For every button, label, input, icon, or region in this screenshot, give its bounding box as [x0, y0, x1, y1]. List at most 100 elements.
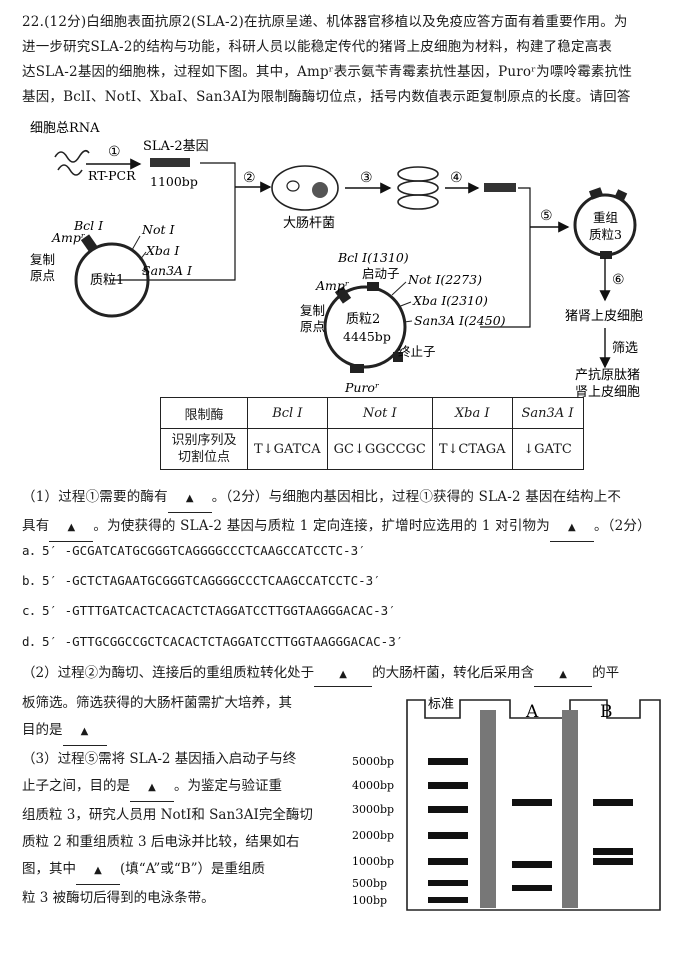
blank-marker: ▲	[559, 669, 567, 680]
blank-marker: ▲	[148, 782, 156, 793]
table-cell: ↓GATC	[511, 428, 584, 470]
q3-text: 图，其中	[22, 861, 76, 877]
lane-a-band	[512, 885, 552, 891]
question-intro: 22.(12分)白细胞表面抗原2(SLA-2)在抗原呈递、机体器官移植以及免疫应…	[22, 10, 674, 110]
site-tick	[403, 320, 413, 323]
q3-text: 质粒 2 和重组质粒 3 后电泳并比较，结果如右	[22, 834, 300, 850]
plasmid-copies-icon	[397, 166, 439, 182]
q2-purpose-line: 目的是 ▲	[22, 717, 337, 746]
table-header-row: 限制酶 Bcl Ⅰ Not Ⅰ Xba Ⅰ San3A Ⅰ	[160, 397, 584, 429]
marker-label: 2000bp	[352, 829, 394, 842]
answer-blank[interactable]: ▲	[534, 662, 593, 687]
answer-blank[interactable]: ▲	[130, 773, 174, 802]
ecoli-nucleoid-icon	[312, 182, 328, 198]
q2-text: 板筛选。筛选获得的大肠杆菌需扩大培养，其	[22, 695, 292, 711]
puro-gene-icon	[350, 364, 364, 373]
answer-blank[interactable]: ▲	[167, 484, 212, 513]
table-header-cell: San3A Ⅰ	[511, 397, 584, 429]
intro-line-4: 基因，BclⅠ、NotⅠ、XbaⅠ、San3AⅠ为限制酶酶切位点，括号内数值表示…	[22, 89, 631, 105]
blank-marker: ▲	[67, 522, 76, 533]
blank-marker: ▲	[94, 865, 102, 876]
gel-separator	[480, 710, 496, 908]
row-label-line: 切割位点	[177, 450, 230, 465]
step-6-marker: ⑥	[612, 272, 625, 288]
plasmid-1-xba-label: Xba Ⅰ	[145, 243, 180, 258]
blank-marker: ▲	[185, 493, 194, 504]
gel-standard-label: 标准	[428, 697, 454, 712]
gel-electrophoresis-figure: 标准 A B 5000bp 4000bp 3000bp 2000bp 1000b…	[352, 697, 661, 911]
q2-text: 目的是	[22, 722, 63, 738]
marker-label: 4000bp	[352, 779, 394, 792]
standard-band	[428, 782, 468, 789]
plasmid-1-ori-line1: 复制	[30, 252, 55, 267]
ecoli-label: 大肠杆菌	[283, 216, 335, 231]
fragment-icon	[484, 183, 516, 192]
step-3-marker: ③	[360, 170, 373, 186]
standard-band	[428, 897, 468, 903]
table-header-cell: 限制酶	[160, 397, 248, 429]
blank-marker: ▲	[568, 522, 576, 533]
lane-b-band	[593, 858, 633, 865]
intro-line-2: 进一步研究SLA-2的结构与功能，科研人员以能稳定传代的猪肾上皮细胞为材料，构建…	[22, 39, 613, 55]
table-cell: GC↓GGCCGC	[326, 428, 433, 470]
answer-blank[interactable]: ▲	[76, 856, 120, 885]
table-cell: T↓GATCA	[247, 428, 328, 470]
q2-text: 的大肠杆菌，转化后采用含	[372, 665, 535, 681]
ecoli-plasmid-icon	[286, 180, 300, 192]
plasmid-2-bcl-label: Bcl Ⅰ(1310)	[337, 250, 409, 265]
table-row-label: 识别序列及 切割位点	[160, 428, 248, 470]
ecoli-icon	[271, 165, 339, 211]
plasmid-2-size: 4445bp	[343, 329, 391, 344]
marker-label: 500bp	[352, 877, 387, 890]
option-a[interactable]: a．5′ -GCGATCATGCGGGTCAGGGGCCCTCAAGCCATCC…	[22, 543, 366, 558]
table-header-cell: Bcl Ⅰ	[247, 397, 328, 429]
promoter-icon	[367, 282, 379, 291]
plasmid-2-name: 质粒2	[346, 312, 380, 327]
row-label-line: 识别序列及	[171, 433, 237, 448]
site-tick	[391, 281, 407, 296]
standard-band	[428, 858, 468, 865]
question-2-rest: 板筛选。筛选获得的大肠杆菌需扩大培养，其 目的是 ▲	[22, 690, 337, 746]
plasmid-1-amp-label: Ampʳ	[51, 230, 86, 245]
standard-band	[428, 806, 468, 813]
lane-a-band	[512, 861, 552, 868]
option-c[interactable]: c．5′ -GTTTGATCACTCACACTCTAGGATCCTTGGTAAG…	[22, 603, 396, 618]
insert-segment-icon	[600, 251, 612, 259]
option-b[interactable]: b．5′ -GCTCTAGAATGCGGGTCAGGGGCCCTCAAGCCAT…	[22, 573, 381, 588]
gel-outline	[406, 699, 661, 911]
table-cell: T↓CTAGA	[431, 428, 513, 470]
q1-text: 。（2分）	[593, 518, 651, 534]
sla2-gene-icon	[150, 158, 190, 167]
plasmid-1-not-label: Not Ⅰ	[141, 222, 175, 237]
screen-label: 筛选	[612, 341, 638, 356]
answer-blank[interactable]: ▲	[549, 513, 594, 542]
q1-text: 具有	[22, 518, 50, 534]
answer-blank[interactable]: ▲	[62, 717, 107, 746]
q1-text: 。为使获得的 SLA-2 基因与质粒 1 定向连接，扩增时应选用的 1 对引物为	[93, 518, 550, 534]
q3-text-line: 图，其中▲(填“A”或“B”）是重组质	[22, 856, 337, 885]
rt-pcr-label: RT-PCR	[88, 168, 136, 183]
plasmid-2-promoter-label: 启动子	[362, 266, 400, 281]
step-5-marker: ⑤	[540, 208, 553, 224]
site-tick	[131, 235, 141, 251]
question-2-line1: （2）过程②为酶切、连接后的重组质粒转化处于▲的大肠杆菌，转化后采用含▲的平	[22, 662, 619, 687]
step-2-marker: ②	[243, 170, 256, 186]
gel-lane-b-label: B	[600, 702, 613, 722]
recombinant-plasmid-line1: 重组	[593, 210, 618, 225]
amp-gene-icon	[80, 234, 98, 252]
construction-diagram: 细胞总RNA ① RT-PCR SLA-2基因 1100bp ② 大肠杆菌 ③ …	[30, 121, 643, 397]
answer-blank[interactable]: ▲	[49, 513, 94, 542]
site-tick	[139, 251, 147, 261]
plasmid-2-icon	[323, 285, 407, 369]
answer-blank[interactable]: ▲	[314, 662, 373, 687]
final-cells-line1: 产抗原肽猪	[575, 368, 640, 383]
recombinant-plasmid-3-icon	[573, 193, 637, 257]
blank-marker: ▲	[80, 726, 89, 737]
plasmid-2-not-label: Not Ⅰ(2273)	[407, 272, 482, 287]
recombinant-plasmid-line2: 质粒3	[589, 227, 622, 242]
plasmid-2-xba-label: Xba Ⅰ(2310)	[412, 293, 488, 308]
q3-text: （3）过程⑤需将 SLA-2 基因插入启动子与终	[22, 751, 297, 767]
pig-kidney-cells-label: 猪肾上皮细胞	[565, 309, 643, 324]
lane-a-band	[512, 799, 552, 806]
option-d[interactable]: d．5′ -GTTGCGGCCGCTCACACTCTAGGATCCTTGGTAA…	[22, 634, 404, 649]
